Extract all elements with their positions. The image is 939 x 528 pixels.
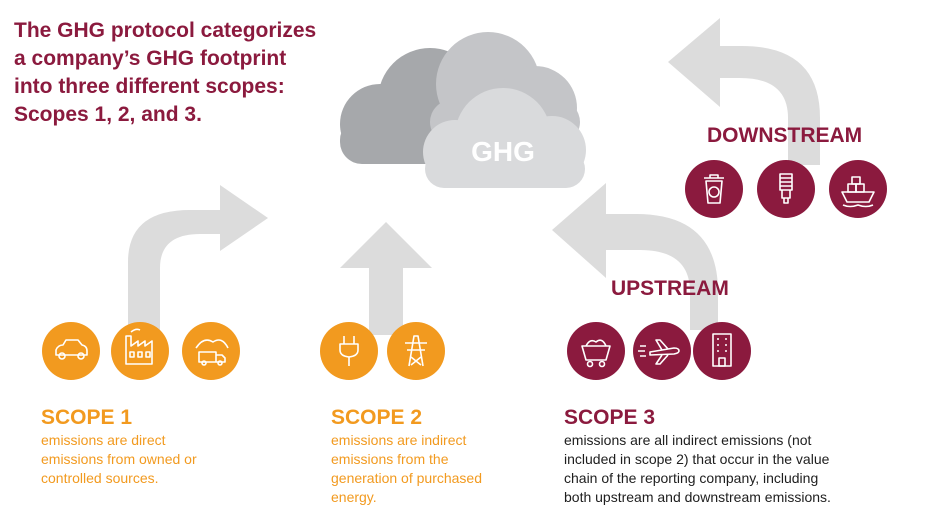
scope1-description: emissions are direct emissions from owne… — [41, 431, 197, 488]
scope2-icons — [320, 322, 445, 380]
scope3-line: chain of the reporting company, includin… — [564, 470, 819, 486]
scope3-line: included in scope 2) that occur in the v… — [564, 451, 830, 467]
car-icon — [42, 322, 100, 380]
scope2-line: energy. — [331, 489, 377, 505]
ghg-cloud — [340, 32, 586, 188]
upstream-label: UPSTREAM — [611, 277, 729, 300]
factory-icon — [111, 322, 169, 380]
scope3-title: SCOPE 3 — [564, 406, 656, 429]
power-plug-icon — [320, 322, 378, 380]
flow-arrows — [128, 18, 820, 335]
scope2-title: SCOPE 2 — [331, 406, 423, 429]
office-building-icon — [693, 322, 751, 380]
scope2-description: emissions are indirect emissions from th… — [331, 431, 482, 507]
scope2-line: emissions are indirect — [331, 432, 467, 448]
intro-line: into three different scopes: — [14, 75, 285, 98]
mining-cart-icon — [567, 322, 625, 380]
scope2-line: emissions from the — [331, 451, 449, 467]
downstream-label: DOWNSTREAM — [707, 124, 863, 147]
scope1-icons — [42, 322, 240, 380]
downstream-icons — [685, 160, 887, 218]
intro-line: a company’s GHG footprint — [14, 47, 287, 70]
intro-line: The GHG protocol categorizes — [14, 19, 317, 42]
recycle-bin-icon — [685, 160, 743, 218]
transmission-tower-icon — [387, 322, 445, 380]
airplane-icon — [633, 322, 691, 380]
light-bulb-icon — [757, 160, 815, 218]
intro-line: Scopes 1, 2, and 3. — [14, 103, 202, 126]
scope3-line: both upstream and downstream emissions. — [564, 489, 831, 505]
scope1-line: emissions are direct — [41, 432, 166, 448]
upstream-icons — [567, 322, 751, 380]
scope1-line: controlled sources. — [41, 470, 159, 486]
scope3-line: emissions are all indirect emissions (no… — [564, 432, 812, 448]
ghg-cloud-label: GHG — [471, 136, 535, 167]
downstream-arrow — [668, 18, 820, 165]
scope2-arrow — [340, 222, 432, 335]
scope3-description: emissions are all indirect emissions (no… — [564, 431, 831, 507]
scope1-line: emissions from owned or — [41, 451, 197, 467]
cargo-ship-icon — [829, 160, 887, 218]
intro-heading: The GHG protocol categorizes a company’s… — [14, 17, 344, 129]
upstream-arrow — [552, 183, 718, 330]
scope1-title: SCOPE 1 — [41, 406, 133, 429]
landfill-truck-icon — [182, 322, 240, 380]
scope2-line: generation of purchased — [331, 470, 482, 486]
scope1-arrow — [128, 185, 268, 335]
